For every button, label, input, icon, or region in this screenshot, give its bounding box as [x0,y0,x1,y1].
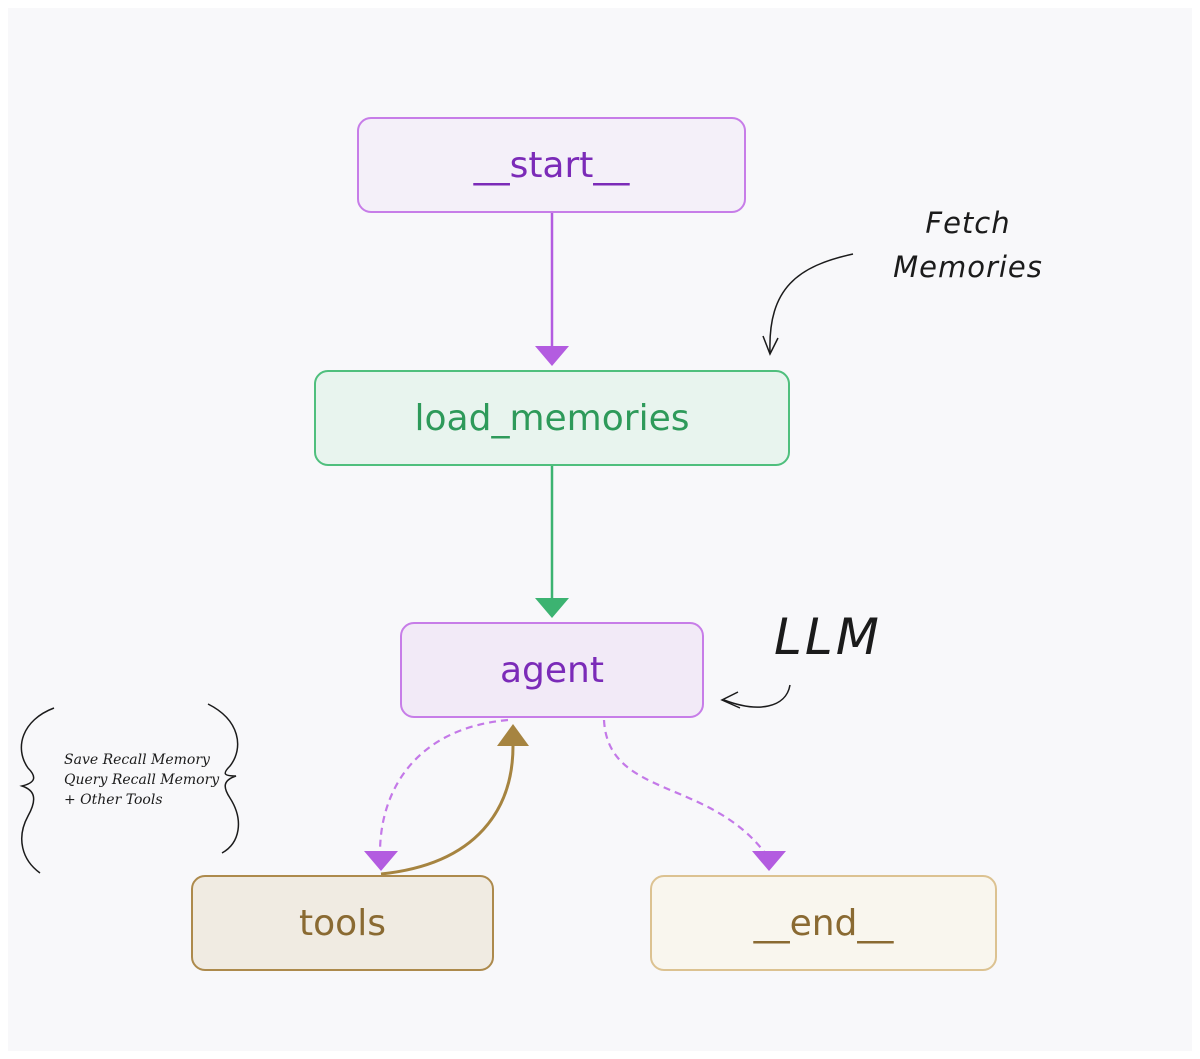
node-load-memories[interactable]: load_memories [314,370,790,466]
node-load-memories-label: load_memories [414,397,690,439]
node-tools[interactable]: tools [191,875,494,971]
diagram-canvas: __start__ load_memories agent tools __en… [8,8,1192,1051]
edge-tools-to-agent [380,745,515,876]
node-tools-label: tools [299,902,386,944]
edge-agent-to-end [602,719,766,854]
tools-annotation: Save Recall Memory Query Recall Memory +… [64,752,220,808]
llm-pointer-arrowhead [720,691,741,709]
fetch-memories-annotation: Fetch Memories [893,206,1043,284]
edge-agent-to-end-arrowhead [752,851,786,871]
edge-start-to-load-memories-arrowhead [535,346,569,366]
node-start-label: __start__ [473,144,630,186]
node-agent-label: agent [500,649,604,691]
edge-agent-to-tools-arrowhead [364,851,398,871]
diagram-edges [19,213,854,876]
fetch-memories-pointer-arrow [769,253,854,353]
edge-load-memories-to-agent-arrowhead [535,598,569,618]
tools-note-right-brace [207,703,240,854]
node-end[interactable]: __end__ [650,875,997,971]
node-agent[interactable]: agent [400,622,704,718]
node-start[interactable]: __start__ [357,117,746,213]
fetch-memories-pointer-arrowhead [762,335,779,356]
node-end-label: __end__ [753,902,894,944]
edge-tools-to-agent-arrowhead [497,724,529,746]
edge-agent-to-tools [378,718,509,854]
llm-annotation: LLM [774,608,882,666]
tools-note-left-brace [19,707,55,874]
llm-pointer-arrow [723,684,791,708]
